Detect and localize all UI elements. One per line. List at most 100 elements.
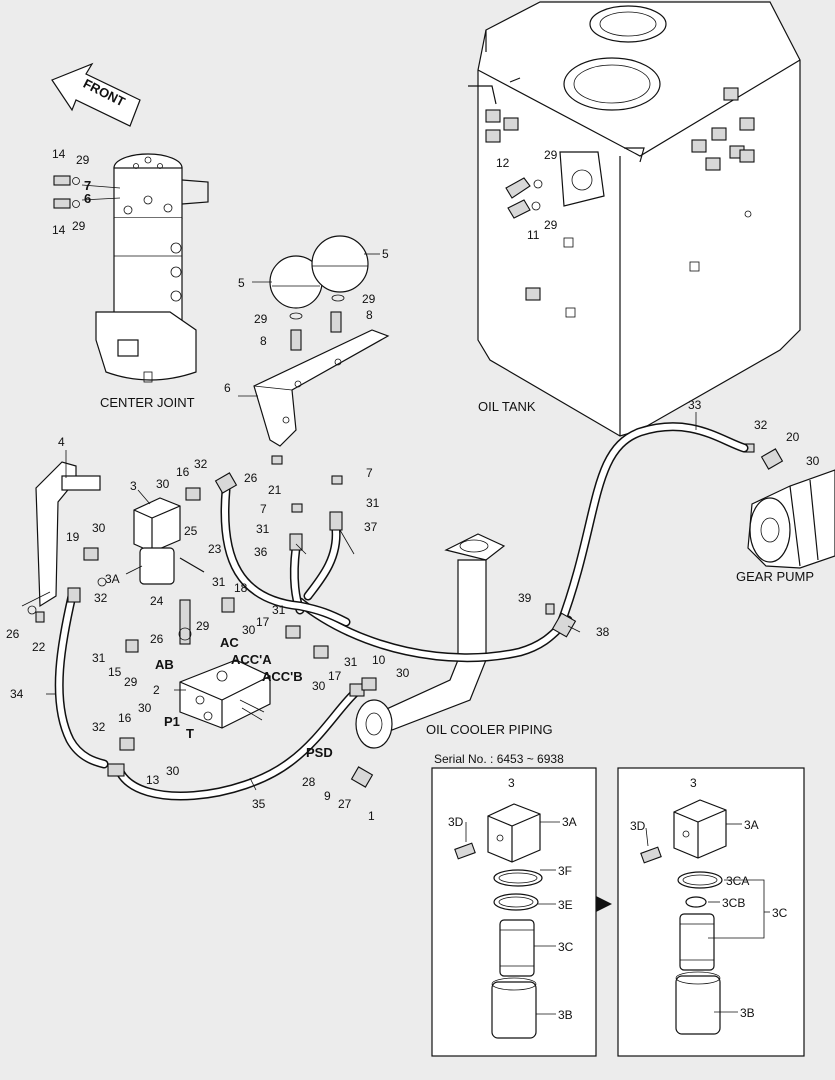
callout: 28 — [302, 775, 316, 789]
callout: 30 — [166, 764, 180, 778]
serial-range: Serial No. : 6453 ~ 6938 — [434, 752, 564, 766]
center-joint — [53, 153, 209, 383]
callout: 30 — [242, 623, 256, 637]
caption-oil-tank: OIL TANK — [478, 399, 536, 414]
port-label-ab: AB — [155, 657, 174, 672]
callout: 31 — [272, 603, 286, 617]
callout: 10 — [372, 653, 386, 667]
arrow-right-icon — [596, 896, 612, 912]
callout: 5 — [382, 247, 389, 261]
callout: 30 — [92, 521, 106, 535]
hose-37 — [303, 525, 341, 601]
port-label-ac: AC — [220, 635, 239, 650]
callout: 26 — [150, 632, 164, 646]
callout: 17 — [256, 615, 270, 629]
callout: 30 — [138, 701, 152, 715]
callout: 29 — [124, 675, 138, 689]
callout: 33 — [688, 398, 702, 412]
inset-right-label: 3D — [630, 819, 646, 833]
inset-right-label: 3CA — [726, 874, 749, 888]
callout: 14 — [52, 223, 66, 237]
callout: 23 — [208, 542, 222, 556]
callout: 7 — [366, 466, 373, 480]
callout: 29 — [254, 312, 268, 326]
callout: 31 — [92, 651, 106, 665]
inset-labels: 3 3 3A 3D 3F 3E 3C 3B 3A 3D 3CA 3CB 3C 3… — [448, 776, 788, 1022]
callout: 26 — [6, 627, 20, 641]
callout: 24 — [150, 594, 164, 608]
port-label-psd: PSD — [306, 745, 333, 760]
leader-lines — [46, 253, 697, 791]
callout: 13 — [146, 773, 160, 787]
callout: 32 — [754, 418, 768, 432]
caption-center-joint: CENTER JOINT — [100, 395, 195, 410]
callout: 8 — [366, 308, 373, 322]
line-filter — [133, 497, 181, 585]
callout: 17 — [328, 669, 342, 683]
inset-right-label: 3A — [744, 818, 759, 832]
inset-left-label: 3D — [448, 815, 464, 829]
accumulators — [269, 235, 369, 351]
callout: 18 — [234, 581, 248, 595]
callout: 32 — [194, 457, 208, 471]
hose-33 — [555, 422, 749, 631]
callout: 20 — [786, 430, 800, 444]
callout: 38 — [596, 625, 610, 639]
hose-38 — [295, 597, 573, 663]
callout: 39 — [518, 591, 532, 605]
callout: 29 — [362, 292, 376, 306]
callout: 31 — [256, 522, 270, 536]
valve-block — [179, 659, 271, 729]
callout: 25 — [184, 524, 198, 538]
inset-right-title: 3 — [690, 776, 697, 790]
callout: 3 — [130, 479, 137, 493]
port-label-p1: P1 — [164, 714, 180, 729]
oil-tank — [468, 1, 801, 437]
port-label-t: T — [186, 726, 194, 741]
callout: 31 — [366, 496, 380, 510]
callout: 19 — [66, 530, 80, 544]
callout: 26 — [244, 471, 258, 485]
callout: 9 — [324, 789, 331, 803]
callout: 3A — [105, 572, 120, 586]
inset-left-label: 3B — [558, 1008, 573, 1022]
callout: 12 — [496, 156, 510, 170]
inset-right-label: 3CB — [722, 896, 745, 910]
callout: 30 — [156, 477, 170, 491]
callout: 2 — [153, 683, 160, 697]
callout: 6 — [224, 381, 231, 395]
callout: 31 — [344, 655, 358, 669]
oil-cooler-piping — [355, 533, 506, 749]
callout: 14 — [52, 147, 66, 161]
callout: 30 — [312, 679, 326, 693]
inset-left-label: 3F — [558, 864, 572, 878]
callout: 27 — [338, 797, 352, 811]
callout: 4 — [58, 435, 65, 449]
inset-right-label: 3C — [772, 906, 788, 920]
caption-oil-cooler-piping: OIL COOLER PIPING — [426, 722, 553, 737]
callout: 7 — [260, 502, 267, 516]
port-label-acc-b: ACC'B — [262, 669, 303, 684]
callout: 36 — [254, 545, 268, 559]
callout: 21 — [268, 483, 282, 497]
caption-gear-pump: GEAR PUMP — [736, 569, 814, 584]
callout: 15 — [108, 665, 122, 679]
callout: 29 — [72, 219, 86, 233]
callout: 16 — [176, 465, 190, 479]
hose-fittings — [27, 455, 577, 788]
callout: 35 — [252, 797, 266, 811]
front-arrow: FRONT — [51, 62, 141, 127]
callout: 29 — [544, 148, 558, 162]
hose-36 — [289, 543, 305, 615]
callout: 1 — [368, 809, 375, 823]
callout: 34 — [10, 687, 24, 701]
callout: 31 — [212, 575, 226, 589]
filter-bracket — [21, 461, 101, 608]
hose-34 — [54, 591, 109, 769]
callout-numbers: 1 2 3 3A 4 5 5 6 7 7 8 8 9 10 11 12 13 1… — [6, 147, 820, 823]
inset-right-label: 3B — [740, 1006, 755, 1020]
callout: 11 — [527, 228, 540, 242]
callout: 22 — [32, 640, 46, 654]
gear-pump — [743, 443, 835, 569]
